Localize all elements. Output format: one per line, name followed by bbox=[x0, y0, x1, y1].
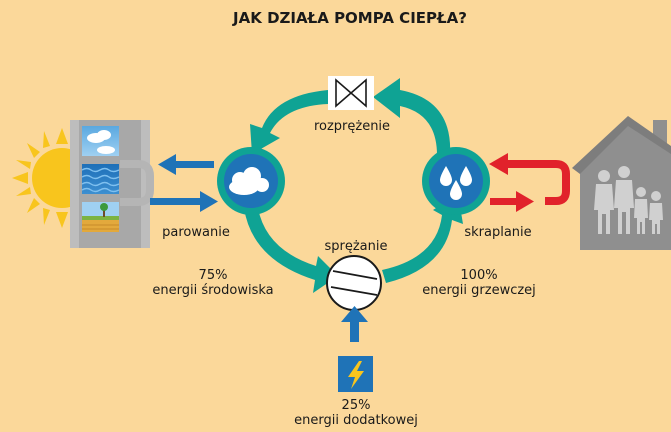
environment-energy-label: energii środowiska bbox=[152, 283, 273, 298]
sky-cloud-tile bbox=[82, 126, 119, 156]
diagram-title: JAK DZIAŁA POMPA CIEPŁA? bbox=[232, 9, 467, 27]
condenser-node bbox=[422, 147, 490, 215]
additional-energy-label: energii dodatkowej bbox=[294, 413, 418, 428]
cycle-arc-evaporator-to-compressor bbox=[244, 208, 338, 293]
water-tile bbox=[81, 164, 120, 194]
water-drops-icon bbox=[440, 166, 472, 200]
cycle-arc-compressor-to-condenser bbox=[382, 194, 463, 283]
expansion-label: rozprężenie bbox=[314, 119, 390, 134]
environment-energy-percent: 75% bbox=[199, 268, 228, 283]
hot-return-arrow bbox=[489, 153, 570, 205]
ground-tile bbox=[82, 202, 119, 232]
compressor-icon bbox=[326, 255, 382, 311]
heating-energy-percent: 100% bbox=[460, 268, 497, 283]
hot-supply-arrow bbox=[490, 191, 534, 212]
evaporation-label: parowanie bbox=[162, 225, 230, 240]
compression-label: sprężanie bbox=[324, 239, 387, 254]
cycle-arc-condenser-to-valve bbox=[373, 78, 451, 155]
environment-source-panel bbox=[70, 120, 150, 248]
heating-energy-label: energii grzewczej bbox=[422, 283, 536, 298]
cold-return-arrow bbox=[158, 154, 214, 175]
family-icon bbox=[594, 166, 663, 234]
condensation-label: skraplanie bbox=[464, 225, 531, 240]
cold-supply-arrow bbox=[150, 191, 218, 212]
additional-energy-percent: 25% bbox=[342, 398, 371, 413]
cloud-icon bbox=[229, 167, 269, 195]
environment-pipe bbox=[120, 160, 154, 206]
power-input bbox=[338, 306, 373, 392]
evaporator-node bbox=[217, 147, 285, 215]
lightning-icon bbox=[348, 361, 364, 389]
refrigerant-cycle-loop bbox=[244, 78, 463, 293]
expansion-valve-icon bbox=[328, 76, 374, 110]
cycle-arc-valve-to-evaporator bbox=[250, 90, 328, 154]
